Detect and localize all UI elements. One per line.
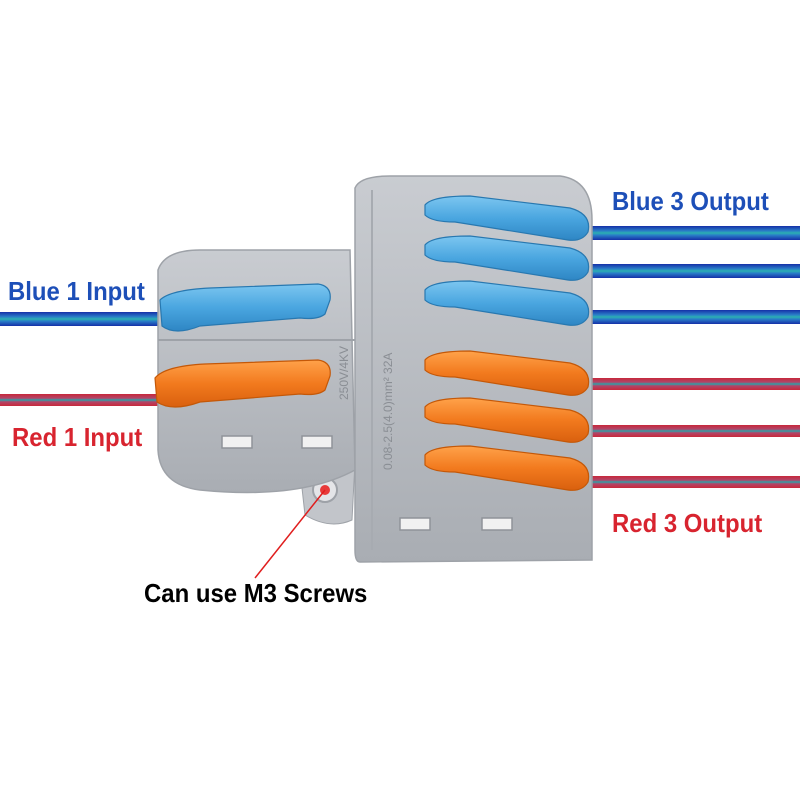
blue-output-lever-2[interactable] xyxy=(424,235,590,281)
blue-input-label: Blue 1 Input xyxy=(8,276,145,306)
input-rating-text: 250V/4KV xyxy=(337,346,351,400)
red-input-label: Red 1 Input xyxy=(12,422,143,452)
blue-output-wire-3 xyxy=(560,310,800,324)
output-rating-text: 0.08-2.5(4.0)mm² 32A xyxy=(381,353,395,470)
output-test-slot-2 xyxy=(481,517,513,531)
orange-output-lever-2[interactable] xyxy=(424,397,590,443)
blue-output-wire-1 xyxy=(560,226,800,240)
orange-output-lever-1[interactable] xyxy=(424,350,590,396)
red-output-wire-2 xyxy=(560,425,800,437)
red-output-wire-3 xyxy=(560,476,800,488)
blue-input-wire xyxy=(0,312,175,326)
red-output-wire-1 xyxy=(560,378,800,390)
screws-label: Can use M3 Screws xyxy=(144,578,368,608)
input-test-slot-1 xyxy=(221,435,253,449)
screw-pointer-line xyxy=(254,489,326,579)
blue-output-label: Blue 3 Output xyxy=(612,186,769,216)
blue-output-wire-2 xyxy=(560,264,800,278)
input-connector-housing: 250V/4KV xyxy=(154,249,356,494)
output-connector-housing: 0.08-2.5(4.0)mm² 32A xyxy=(354,175,593,563)
input-test-slot-2 xyxy=(301,435,333,449)
red-input-wire xyxy=(0,394,175,406)
blue-output-lever-1[interactable] xyxy=(424,195,590,241)
orange-input-lever[interactable] xyxy=(154,359,331,408)
blue-input-lever[interactable] xyxy=(159,283,331,332)
orange-output-lever-3[interactable] xyxy=(424,445,590,491)
wires xyxy=(0,226,800,488)
output-test-slot-1 xyxy=(399,517,431,531)
red-output-label: Red 3 Output xyxy=(612,508,763,538)
blue-output-lever-3[interactable] xyxy=(424,280,590,326)
